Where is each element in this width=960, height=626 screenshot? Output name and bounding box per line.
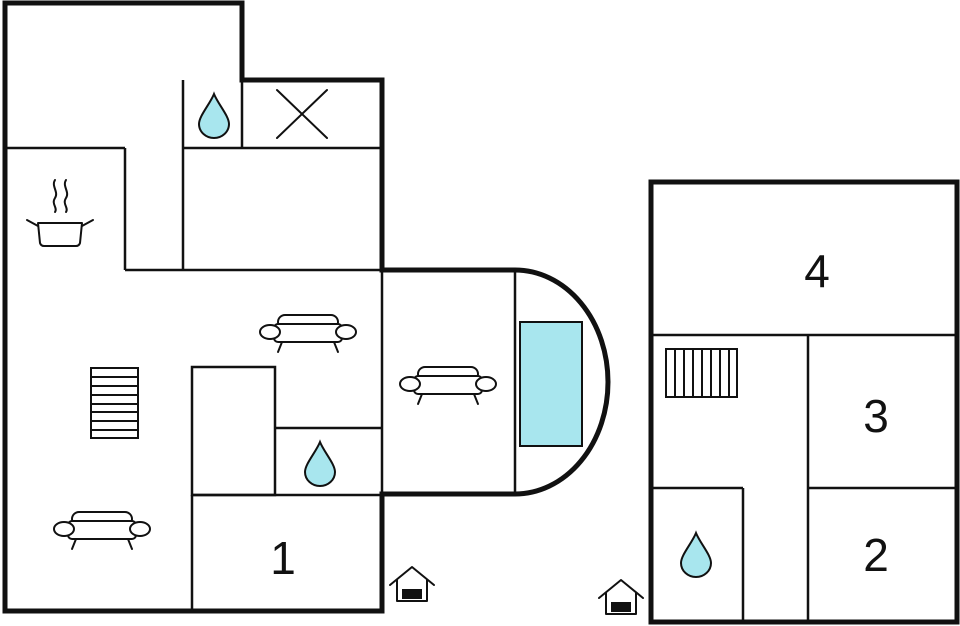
- stairs-icon: [90, 367, 139, 439]
- room-number-4: 4: [804, 245, 830, 297]
- cooking-pot-icon: [26, 179, 94, 247]
- room-number-2: 2: [863, 529, 889, 581]
- open-void-x-icon: [276, 89, 328, 139]
- left-building-outline: [2, 0, 611, 614]
- right-building-outline: [648, 179, 960, 625]
- room-number-3: 3: [863, 390, 889, 442]
- left-building: [2, 0, 611, 614]
- right-building: [648, 179, 960, 625]
- pool-icon: [519, 321, 583, 447]
- entrance-house-icon: [598, 579, 644, 615]
- sofa-icon: [53, 511, 151, 550]
- sofa-icon: [259, 314, 357, 353]
- sofa-icon: [399, 366, 497, 405]
- closet: [190, 365, 277, 497]
- stairs-icon: [665, 348, 738, 398]
- room-number-1: 1: [270, 532, 296, 584]
- entrance-house-icon: [389, 566, 435, 602]
- water-drop-icon: [304, 441, 336, 487]
- water-drop-icon: [680, 532, 712, 578]
- water-drop-icon: [198, 93, 230, 139]
